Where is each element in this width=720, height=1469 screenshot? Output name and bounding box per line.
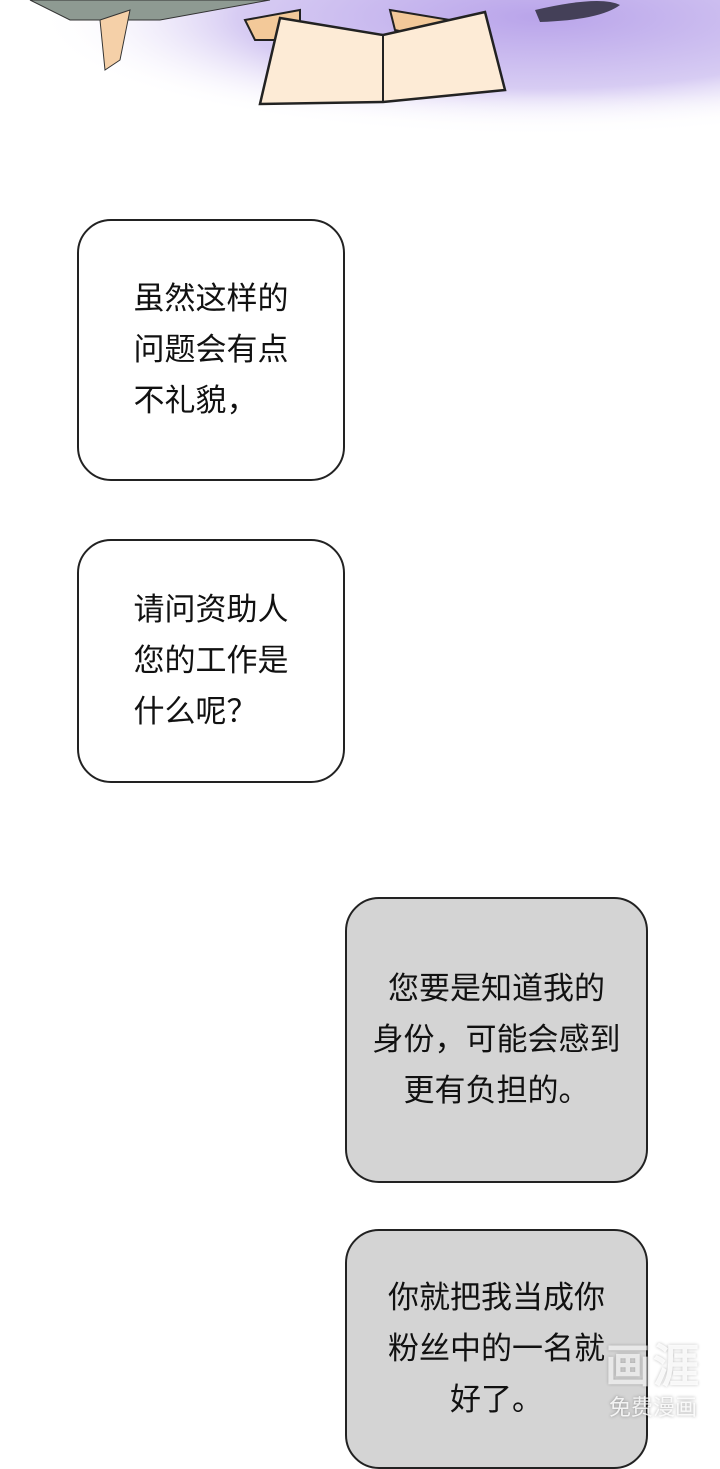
hand-left bbox=[99, 9, 131, 71]
watermark: 画涯 免费漫画 bbox=[588, 1338, 718, 1438]
sleeve bbox=[29, 0, 271, 21]
watermark-subtitle: 免费漫画 bbox=[608, 1396, 697, 1421]
speech-bubble: 你就把我当成你 粉丝中的一名就 好了。 bbox=[345, 1229, 648, 1469]
dark-hair bbox=[535, 1, 620, 22]
speech-bubble: 请问资助人 您的工作是 什么呢？ bbox=[77, 539, 345, 783]
bubble-text: 虽然这样的 问题会有点 不礼貌， bbox=[133, 280, 289, 419]
bubble-text: 请问资助人 您的工作是 什么呢？ bbox=[133, 591, 289, 730]
bubble-text: 你就把我当成你 粉丝中的一名就 好了。 bbox=[388, 1279, 605, 1418]
comic-illustration-panel bbox=[0, 0, 720, 170]
bubble-text: 您要是知道我的 身份，可能会感到 更有负担的。 bbox=[372, 970, 621, 1109]
watermark-logo: 画涯 bbox=[605, 1339, 701, 1393]
speech-bubble: 您要是知道我的 身份，可能会感到 更有负担的。 bbox=[345, 897, 648, 1183]
speech-bubble: 虽然这样的 问题会有点 不礼貌， bbox=[77, 219, 345, 481]
